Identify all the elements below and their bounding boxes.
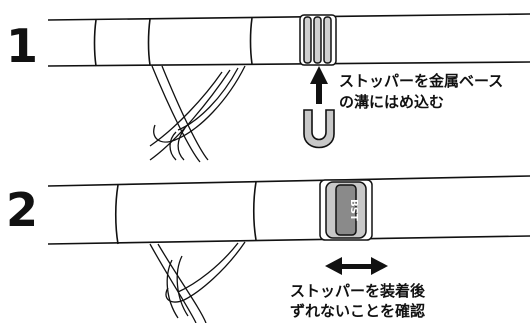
step-2-stopper-mark: BST (348, 199, 359, 221)
step-2-line-guide (149, 241, 246, 323)
step-1-stopper-clip (303, 109, 335, 149)
step-2-panel: 2 BST ストッパーを装着後 (6, 175, 530, 323)
step-1-caption-line-1: ストッパーを金属ベース (339, 72, 503, 90)
step-2-rod (47, 175, 530, 245)
step-2-caption-line-2: ずれないことを確認 (290, 302, 425, 320)
step-1-rod (47, 13, 530, 67)
step-1-line-guide (149, 65, 246, 163)
step-2-metal-base (319, 179, 373, 241)
step-2-slide-arrow (325, 257, 388, 275)
step-1-panel: 1 (6, 13, 530, 163)
step-2-number: 2 (6, 183, 38, 237)
step-1-caption-line-2: の溝にはめ込む (339, 93, 444, 111)
step-1-insert-arrow (310, 66, 328, 104)
step-1-number: 1 (6, 19, 38, 73)
step-2-caption-line-1: ストッパーを装着後 (290, 282, 426, 300)
step-1-metal-base (299, 14, 337, 66)
